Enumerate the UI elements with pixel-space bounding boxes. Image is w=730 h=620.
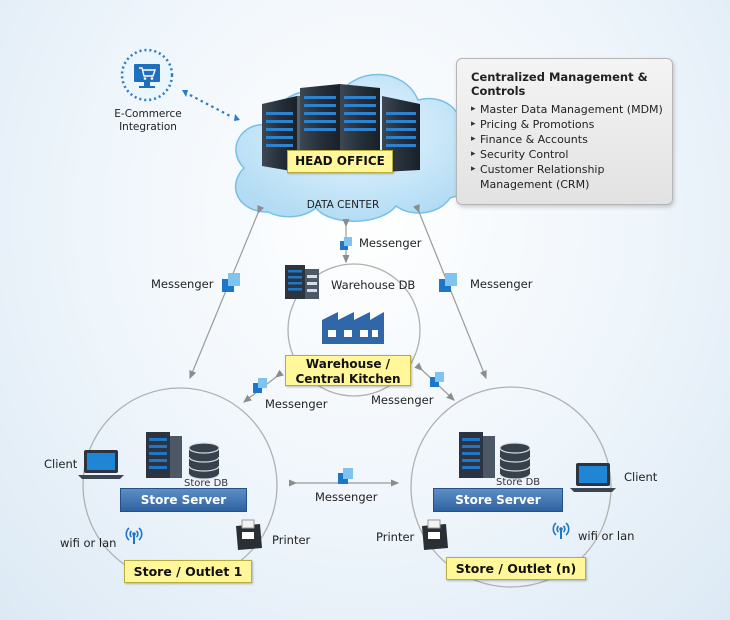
messenger-icon xyxy=(439,273,457,293)
store-server-bar[interactable]: Store Server xyxy=(120,488,247,512)
laptop-icon[interactable] xyxy=(570,461,616,495)
printer-icon[interactable] xyxy=(232,518,264,552)
store-server-bar[interactable]: Store Server xyxy=(433,488,563,512)
ecommerce-icon[interactable] xyxy=(119,47,175,103)
panel-title: Centralized Management & Controls xyxy=(471,70,648,98)
printer-label: Printer xyxy=(272,533,311,547)
storen-circle xyxy=(410,386,612,588)
server-rack-icon xyxy=(459,430,499,480)
store-db-label: Store DB xyxy=(184,478,229,489)
panel-item: Customer Relationship Management (CRM) xyxy=(471,162,669,192)
messenger-icon xyxy=(222,273,240,293)
database-icon xyxy=(498,440,532,480)
server-rack-icon xyxy=(285,263,321,301)
messenger-label: Messenger xyxy=(359,236,422,250)
messenger-icon xyxy=(253,378,267,394)
head-office-servers xyxy=(262,84,420,172)
shopping-cart-icon xyxy=(139,67,156,77)
store-db-label: Store DB xyxy=(496,477,541,488)
database-icon xyxy=(187,440,221,480)
store1-title[interactable]: Store / Outlet 1 xyxy=(124,560,252,583)
client-label: Client xyxy=(624,470,658,484)
data-center-label: DATA CENTER xyxy=(306,199,380,211)
panel-item: Security Control xyxy=(471,147,669,162)
factory-icon xyxy=(322,312,384,344)
wifi-label: wifi or lan xyxy=(578,529,635,543)
storen-title[interactable]: Store / Outlet (n) xyxy=(446,557,586,580)
laptop-icon[interactable] xyxy=(78,448,124,482)
head-office-label[interactable]: HEAD OFFICE xyxy=(287,150,393,173)
messenger-label: Messenger xyxy=(265,397,328,411)
management-panel: Centralized Management & Controls Master… xyxy=(456,58,673,205)
panel-item: Master Data Management (MDM) xyxy=(471,102,669,117)
store1-circle xyxy=(82,387,278,583)
messenger-label: Messenger xyxy=(371,393,434,407)
wifi-label: wifi or lan xyxy=(60,536,117,550)
link-head-storen xyxy=(412,203,487,380)
messenger-label: Messenger xyxy=(470,277,533,291)
warehouse-db-label: Warehouse DB xyxy=(331,278,416,292)
messenger-label: Messenger xyxy=(315,490,378,504)
printer-label: Printer xyxy=(376,530,415,544)
ecommerce-link xyxy=(189,94,233,118)
wifi-icon xyxy=(123,524,145,546)
ecommerce-label: E-Commerce Integration xyxy=(114,108,182,133)
messenger-icon xyxy=(430,372,444,388)
panel-list: Master Data Management (MDM) Pricing & P… xyxy=(471,102,669,192)
panel-item: Finance & Accounts xyxy=(471,132,669,147)
panel-item: Pricing & Promotions xyxy=(471,117,669,132)
wifi-icon xyxy=(550,519,572,541)
messenger-icon xyxy=(340,236,352,250)
warehouse-label[interactable]: Warehouse / Central Kitchen xyxy=(285,355,411,386)
messenger-label: Messenger xyxy=(151,277,214,291)
link-head-store1 xyxy=(189,204,265,380)
server-rack-icon xyxy=(146,430,186,480)
client-label: Client xyxy=(44,457,78,471)
messenger-icon xyxy=(338,468,353,485)
printer-icon[interactable] xyxy=(418,518,450,552)
